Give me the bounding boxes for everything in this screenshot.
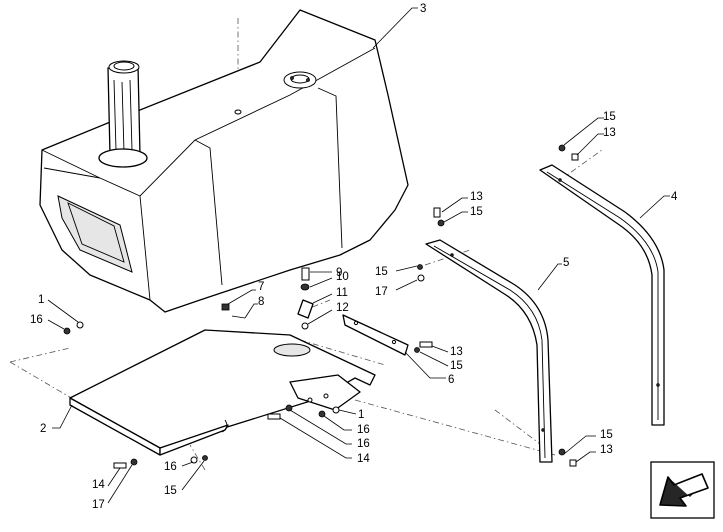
callout-15: 15 — [470, 206, 483, 218]
callout-14: 14 — [92, 479, 105, 491]
washer-15 — [202, 455, 208, 461]
callout-15: 15 — [375, 266, 388, 278]
fasteners — [63, 144, 579, 469]
fitting-9 — [301, 267, 310, 281]
callout-15: 15 — [450, 360, 463, 372]
nav-arrow-button[interactable] — [650, 461, 715, 519]
callout-14: 14 — [357, 453, 370, 465]
mounting-bracket — [342, 314, 409, 356]
nut-7 — [221, 303, 230, 311]
callout-8: 8 — [258, 296, 264, 308]
callout-13: 13 — [603, 127, 616, 139]
callout-15: 15 — [603, 111, 616, 123]
callout-6: 6 — [448, 374, 454, 386]
washer-16 — [63, 327, 71, 335]
bolt-14 — [267, 413, 281, 420]
callout-4: 4 — [671, 191, 678, 203]
callout-7: 7 — [258, 281, 264, 293]
washer-15 — [414, 347, 420, 353]
callout-10: 10 — [336, 271, 349, 283]
bolt-13 — [433, 207, 441, 218]
callout-16: 17 — [92, 499, 105, 511]
washer-15 — [558, 448, 566, 456]
callout-11: 11 — [336, 287, 348, 299]
callouts: 3 15 13 4 13 15 5 15 17 9 10 11 12 7 8 1… — [30, 3, 678, 511]
callout-13: 13 — [470, 191, 483, 203]
callout-16: 16 — [357, 438, 370, 450]
callout-9: 9 — [336, 267, 342, 279]
fuel-tank — [39, 9, 409, 313]
washer-15 — [437, 219, 445, 227]
tank-strap-rear — [539, 164, 665, 426]
callout-5: 5 — [563, 257, 569, 269]
washer-15 — [558, 144, 566, 152]
callout-13: 13 — [600, 444, 613, 456]
callout-2: 2 — [40, 423, 46, 435]
washer-15 — [417, 264, 423, 270]
washer-16 — [318, 410, 326, 418]
callout-12: 12 — [336, 302, 349, 314]
callout-13: 13 — [450, 346, 463, 358]
callout-17: 16 — [164, 461, 177, 473]
callout-1: 1 — [358, 409, 364, 421]
clamp-12 — [301, 322, 309, 330]
callout-15: 15 — [600, 429, 613, 441]
elbow-11 — [297, 299, 314, 319]
washer-16 — [285, 404, 293, 412]
callout-3: 3 — [420, 3, 426, 15]
bolt-13 — [571, 153, 579, 161]
nut-17 — [190, 456, 198, 464]
callout-1: 1 — [38, 294, 44, 306]
bolt-1 — [76, 321, 84, 329]
callout-17: 17 — [375, 286, 388, 298]
callout-15: 15 — [164, 485, 177, 497]
callout-16: 16 — [357, 424, 370, 436]
tank-strap-front — [425, 239, 553, 463]
bolt-13 — [419, 341, 433, 348]
nut-17 — [417, 274, 425, 282]
tank-drain-plug — [234, 109, 242, 115]
callout-16: 16 — [30, 314, 43, 326]
washer-10 — [300, 283, 310, 291]
support-plate — [69, 329, 376, 456]
bolt-14 — [113, 462, 127, 469]
bolt-1 — [332, 406, 340, 414]
washer-16 — [130, 458, 138, 466]
bolt-13 — [569, 459, 577, 467]
